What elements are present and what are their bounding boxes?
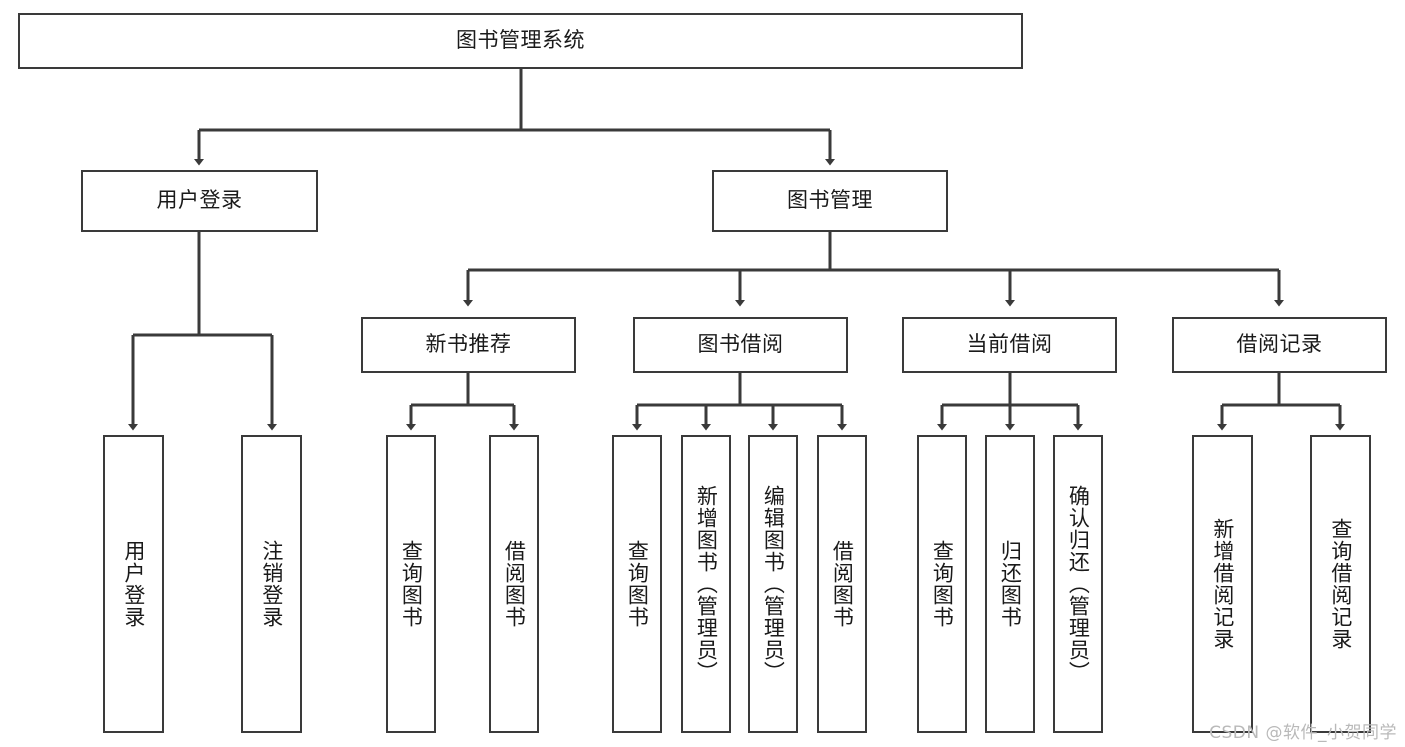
node-leaf-query-book-current[interactable]: 查询图书 bbox=[917, 435, 967, 733]
node-leaf-query-book-current-label: 查询图书 bbox=[930, 540, 955, 628]
node-leaf-query-book-recommend-label: 查询图书 bbox=[399, 540, 424, 628]
node-new-book-recommend-label: 新书推荐 bbox=[425, 332, 512, 357]
node-user-login-label: 用户登录 bbox=[156, 188, 243, 213]
node-leaf-edit-book-admin-label: 编辑图书（管理员） bbox=[761, 485, 786, 683]
node-leaf-query-book-borrow-label: 查询图书 bbox=[625, 540, 650, 628]
node-borrow-records[interactable]: 借阅记录 bbox=[1172, 317, 1387, 373]
node-leaf-add-borrow-record-label: 新增借阅记录 bbox=[1210, 518, 1235, 650]
node-leaf-logout-label: 注销登录 bbox=[259, 540, 284, 628]
node-leaf-query-borrow-record-label: 查询借阅记录 bbox=[1328, 518, 1353, 650]
node-leaf-add-book-admin[interactable]: 新增图书（管理员） bbox=[681, 435, 731, 733]
node-leaf-edit-book-admin[interactable]: 编辑图书（管理员） bbox=[748, 435, 798, 733]
node-leaf-return-book[interactable]: 归还图书 bbox=[985, 435, 1035, 733]
node-root[interactable]: 图书管理系统 bbox=[18, 13, 1023, 69]
node-current-borrow-label: 当前借阅 bbox=[966, 332, 1053, 357]
node-leaf-borrow-book-label: 借阅图书 bbox=[830, 540, 855, 628]
node-borrow-records-label: 借阅记录 bbox=[1236, 332, 1323, 357]
node-user-login[interactable]: 用户登录 bbox=[81, 170, 318, 232]
node-leaf-query-borrow-record[interactable]: 查询借阅记录 bbox=[1310, 435, 1371, 733]
node-book-borrow-label: 图书借阅 bbox=[697, 332, 784, 357]
node-new-book-recommend[interactable]: 新书推荐 bbox=[361, 317, 576, 373]
node-leaf-borrow-book[interactable]: 借阅图书 bbox=[817, 435, 867, 733]
node-current-borrow[interactable]: 当前借阅 bbox=[902, 317, 1117, 373]
node-leaf-query-book-borrow[interactable]: 查询图书 bbox=[612, 435, 662, 733]
node-leaf-user-login[interactable]: 用户登录 bbox=[103, 435, 164, 733]
node-leaf-borrow-book-recommend[interactable]: 借阅图书 bbox=[489, 435, 539, 733]
node-leaf-add-book-admin-label: 新增图书（管理员） bbox=[694, 485, 719, 683]
node-leaf-add-borrow-record[interactable]: 新增借阅记录 bbox=[1192, 435, 1253, 733]
node-leaf-confirm-return-admin-label: 确认归还（管理员） bbox=[1066, 485, 1091, 683]
node-leaf-borrow-book-recommend-label: 借阅图书 bbox=[502, 540, 527, 628]
node-leaf-return-book-label: 归还图书 bbox=[998, 540, 1023, 628]
node-book-management-label: 图书管理 bbox=[787, 188, 873, 213]
node-book-borrow[interactable]: 图书借阅 bbox=[633, 317, 848, 373]
node-leaf-confirm-return-admin[interactable]: 确认归还（管理员） bbox=[1053, 435, 1103, 733]
node-leaf-logout[interactable]: 注销登录 bbox=[241, 435, 302, 733]
node-root-label: 图书管理系统 bbox=[456, 28, 585, 53]
node-leaf-user-login-label: 用户登录 bbox=[121, 540, 146, 628]
node-leaf-query-book-recommend[interactable]: 查询图书 bbox=[386, 435, 436, 733]
node-book-management[interactable]: 图书管理 bbox=[712, 170, 948, 232]
